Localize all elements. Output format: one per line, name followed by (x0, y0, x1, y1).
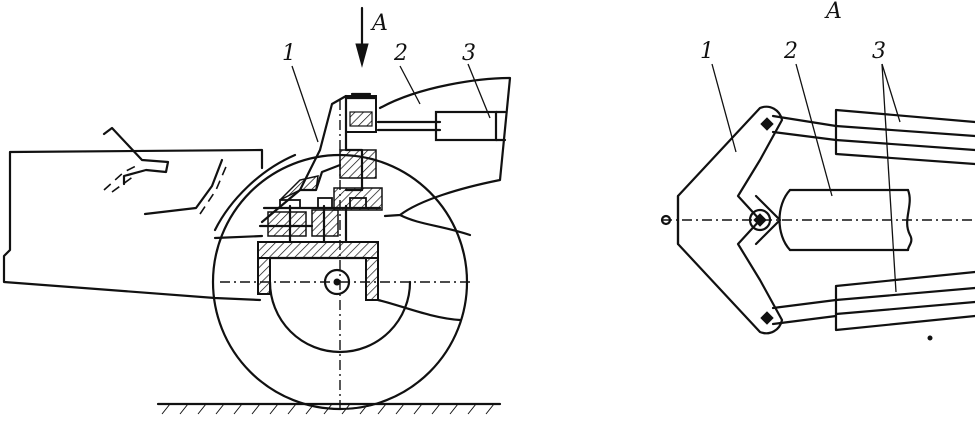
callouts-right: 1 2 3 (700, 39, 901, 293)
cylinder-upper (771, 108, 975, 166)
bracket-1-top (676, 105, 784, 335)
frame-2 (213, 76, 512, 237)
axle-housing (257, 241, 462, 322)
label-part-2: 2 (393, 41, 408, 66)
ground (156, 402, 502, 415)
view-a: A (660, 0, 975, 341)
side-view: A 1 2 3 (2, 6, 512, 415)
bracket-1 (258, 92, 383, 244)
callouts-left: 1 2 3 (282, 41, 491, 143)
view-a-label-part-3: 3 (872, 39, 886, 64)
cylinder-3 (376, 110, 507, 142)
view-a-title: A (824, 0, 842, 24)
view-arrow: A (355, 6, 388, 68)
view-a-label-part-1: 1 (700, 39, 714, 64)
wheel (211, 100, 470, 411)
view-arrow-label: A (370, 11, 388, 36)
view-a-label-part-2: 2 (783, 39, 798, 64)
cylinder-lower (771, 270, 975, 332)
label-part-1: 1 (282, 41, 296, 66)
label-part-3: 3 (462, 41, 476, 66)
tube-2 (778, 188, 913, 252)
tractor-body (2, 126, 264, 302)
